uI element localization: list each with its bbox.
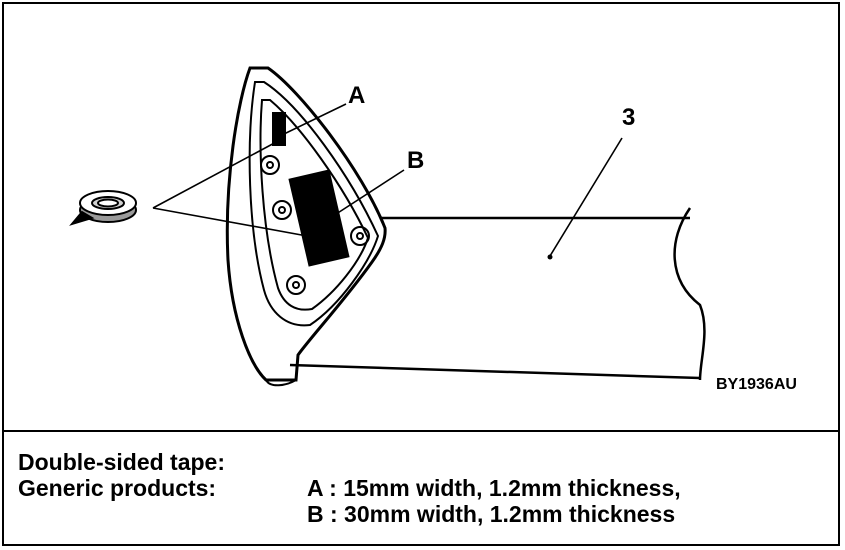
caption-divider [2,430,840,432]
mirror-base [225,66,387,387]
spec-a: A : 15mm width, 1.2mm thickness, [307,475,681,501]
tape-roll-icon [69,190,137,226]
spec-b: B : 30mm width, 1.2mm thickness [307,501,676,527]
label-a: A [348,82,365,109]
tape-strip-b [288,169,350,267]
mirror-tape-illustration: A B 3 BY1936AU [69,66,797,393]
label-part-3: 3 [622,104,635,131]
caption-heading: Double-sided tape: [18,449,226,475]
leader-lines [152,103,623,257]
figure-code: BY1936AU [716,376,797,393]
mounting-bosses [260,155,370,295]
tape-strip-a [272,112,286,146]
door-panel [289,207,706,381]
caption-spec-row-a: Generic products: A : 15mm width, 1.2mm … [18,475,681,501]
spec-indent [18,501,307,527]
part-3-pointer-dot [547,254,553,260]
products-label: Generic products: [18,475,217,501]
caption-heading-row: Double-sided tape: [18,449,681,475]
tape-spec-caption: Double-sided tape: Generic products: A :… [18,449,681,527]
label-b: B [407,147,424,174]
caption-spec-row-b: B : 30mm width, 1.2mm thickness [18,501,681,527]
